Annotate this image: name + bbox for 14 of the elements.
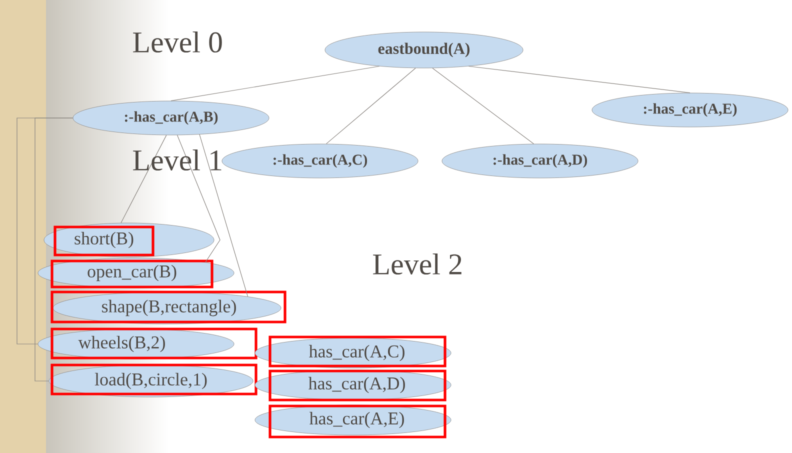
ellipse-node: eastbound(A) [324, 32, 524, 68]
level-label: Level 2 [373, 253, 462, 275]
ellipse-node: :-has_car(A,C) [222, 144, 418, 178]
connector-line [176, 134, 220, 263]
level-label: Level 0 [133, 31, 222, 53]
connector-line [326, 68, 416, 144]
connector-line [199, 134, 248, 297]
connector-line [468, 66, 690, 94]
ellipse-node: :-has_car(A,B) [72, 100, 270, 136]
connector-line [432, 68, 534, 144]
ellipse-node: :-has_car(A,E) [592, 92, 788, 128]
ellipse-node: :-has_car(A,D) [442, 144, 638, 178]
connector-line [170, 66, 380, 102]
connector-line [34, 118, 74, 382]
